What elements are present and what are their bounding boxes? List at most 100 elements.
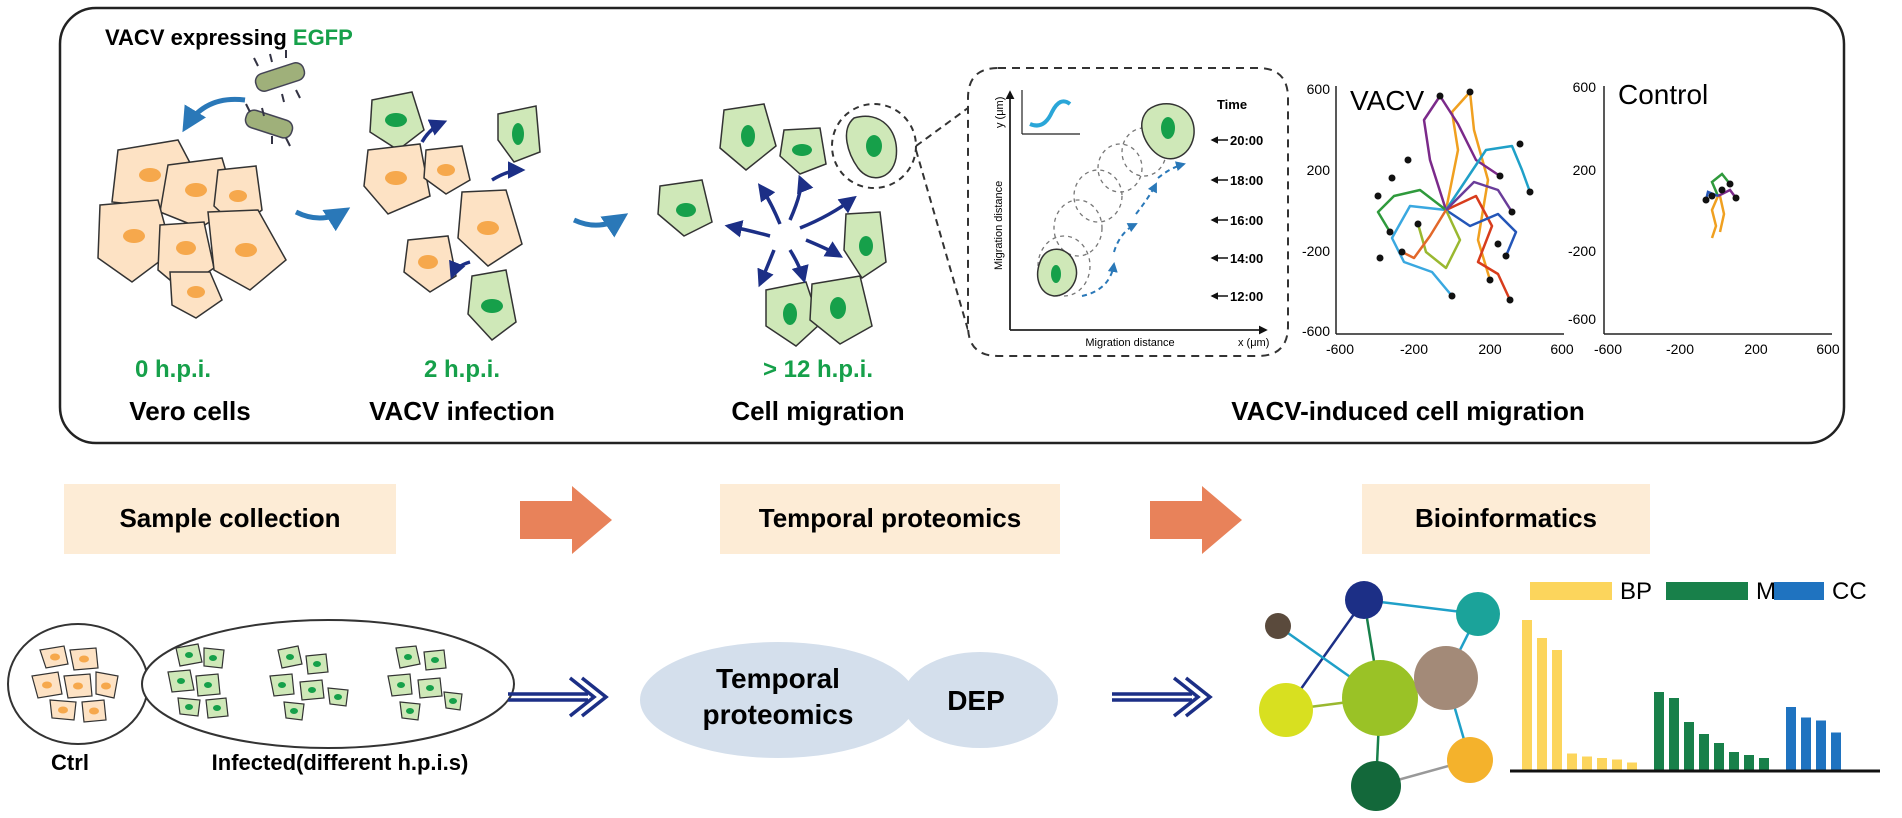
track-line [1444, 144, 1532, 211]
network-node [1345, 581, 1383, 619]
track-line [1710, 172, 1731, 197]
bar-mf [1714, 743, 1724, 770]
tracking-y-label: Migration distance [993, 181, 1005, 270]
bar-cc [1831, 732, 1841, 770]
infection-arrow [182, 96, 246, 133]
network-node [1342, 660, 1418, 736]
bar-cc [1801, 717, 1811, 770]
tracking-x-axis-unit: x (μm) [1238, 337, 1269, 349]
dep-label: DEP [947, 685, 1005, 716]
vacv-tracks [1376, 90, 1532, 301]
flow-arrow-2 [1112, 676, 1213, 718]
step-temporal-proteomics-label: Temporal proteomics [759, 503, 1021, 533]
track-line [1401, 209, 1448, 260]
y-tick-label: 600 [1573, 79, 1597, 95]
svg-text:18:00: 18:00 [1230, 173, 1263, 188]
go-chart-legend: BP MF CC [1530, 578, 1867, 605]
legend-label-cc: CC [1832, 578, 1867, 605]
network-node [1456, 592, 1500, 636]
stage3-label: Cell migration [731, 396, 904, 426]
legend-label-bp: BP [1620, 578, 1652, 605]
bar-mf [1684, 722, 1694, 770]
track-line [1718, 195, 1726, 233]
vacv-chart: VACV 600 200 -200 -600 -600 -200 200 600 [1302, 81, 1574, 357]
x-tick-label: 200 [1478, 341, 1502, 357]
svg-text:20:00: 20:00 [1230, 133, 1263, 148]
flow-arrow-1 [508, 676, 609, 718]
control-chart-y-ticks: 600 200 -200 -600 [1568, 79, 1596, 327]
network-node [1414, 646, 1478, 710]
x-tick-label: 600 [1816, 341, 1840, 357]
infection-cells-cluster [363, 91, 541, 342]
tracked-cell-start [1036, 248, 1078, 297]
zoom-connector [915, 107, 969, 331]
legend-swatch-cc [1774, 582, 1824, 600]
bar-bp [1612, 759, 1622, 770]
x-tick-label: 200 [1744, 341, 1768, 357]
track-line [1445, 180, 1514, 213]
stage-arrow-2 [572, 213, 629, 238]
time-markers: 20:00 18:00 16:00 14:00 12:00 [1210, 133, 1263, 304]
oval-text-line1: Temporal [716, 663, 840, 694]
go-bar-chart: BP MF CC [1510, 578, 1880, 773]
time-marker: 18:00 [1210, 173, 1263, 188]
top-panel-frame [58, 6, 1846, 445]
track-line [1376, 188, 1447, 233]
bar-cc [1786, 707, 1796, 770]
control-track-endpoints [1702, 180, 1740, 204]
y-tick-label: -600 [1568, 311, 1596, 327]
x-tick-label: -200 [1400, 341, 1428, 357]
stage2-time: 2 h.p.i. [424, 356, 500, 383]
time-header: Time [1217, 97, 1247, 112]
infected-dish [141, 619, 515, 749]
vacv-chart-title: VACV [1350, 85, 1424, 116]
stage1-label: Vero cells [129, 396, 250, 426]
bar-mf [1744, 755, 1754, 770]
svg-text:16:00: 16:00 [1230, 213, 1263, 228]
bar-bp [1522, 620, 1532, 770]
bar-mf [1759, 758, 1769, 770]
right-panel-title: VACV-induced cell migration [1231, 396, 1584, 426]
y-tick-label: -200 [1568, 243, 1596, 259]
tracking-y-axis-unit: y (μm) [994, 97, 1006, 128]
step-temporal-proteomics-box [720, 484, 1060, 554]
time-marker: 12:00 [1210, 289, 1263, 304]
legend-swatch-mf [1666, 582, 1748, 600]
bar-mf [1729, 752, 1739, 770]
track-line [1390, 204, 1453, 297]
step-bioinformatics-box [1362, 484, 1650, 554]
step-arrow-2 [1150, 486, 1242, 554]
bar-bp [1582, 756, 1592, 770]
step-sample-collection-box [64, 484, 396, 554]
track-line [1445, 194, 1512, 301]
legend-swatch-bp [1530, 582, 1612, 600]
svg-text:14:00: 14:00 [1230, 251, 1263, 266]
bar-cc [1816, 720, 1826, 770]
virus-particle-icon [244, 50, 306, 147]
track-line [1710, 195, 1720, 239]
control-chart-x-ticks: -600 -200 200 600 [1594, 341, 1840, 357]
go-bars [1522, 620, 1841, 770]
network-node [1259, 683, 1313, 737]
y-tick-label: 200 [1307, 162, 1331, 178]
tracked-cell-end [1141, 102, 1195, 160]
bar-bp [1537, 638, 1547, 770]
network-node [1351, 761, 1401, 811]
infected-dish-cells [167, 643, 463, 721]
infection-spread-arrows [420, 119, 526, 280]
bar-bp [1567, 753, 1577, 770]
stage2-label: VACV infection [369, 396, 555, 426]
network-node [1265, 613, 1291, 639]
time-marker: 16:00 [1210, 213, 1263, 228]
step-bioinformatics-label: Bioinformatics [1415, 503, 1597, 533]
control-chart-title: Control [1618, 79, 1708, 110]
network-nodes [1259, 581, 1500, 811]
track-line [1444, 90, 1492, 281]
vacv-chart-y-ticks: 600 200 -200 -600 [1302, 81, 1330, 339]
x-tick-label: 600 [1550, 341, 1574, 357]
bar-mf [1654, 692, 1664, 770]
y-tick-label: 200 [1573, 162, 1597, 178]
vero-cells-cluster [97, 139, 287, 319]
y-tick-label: -600 [1302, 323, 1330, 339]
